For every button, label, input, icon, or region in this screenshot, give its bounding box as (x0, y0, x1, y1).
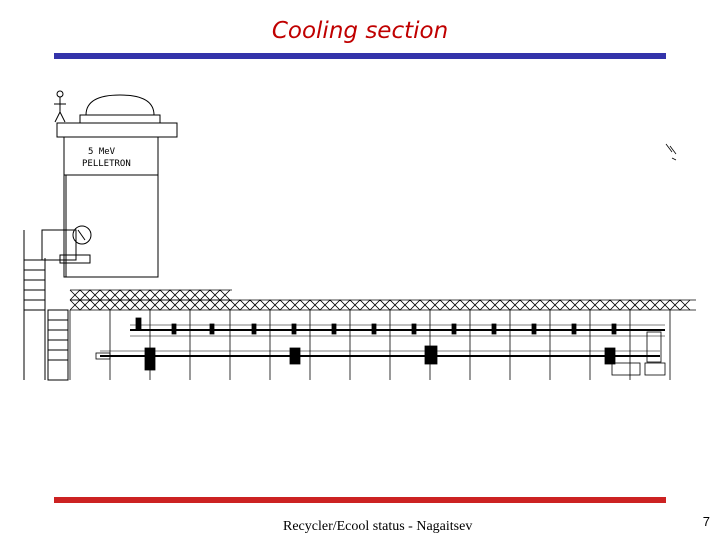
right-marker-icon (665, 143, 677, 161)
slide-footer: Recycler/Ecool status - Nagaitsev (283, 519, 473, 534)
beamline-components (95, 317, 666, 376)
frame-posts (69, 310, 671, 380)
bottom-rule (54, 497, 666, 503)
truss-main (69, 299, 696, 311)
vessel-icon (59, 225, 92, 264)
figure-icon (54, 90, 66, 123)
top-rule (54, 53, 666, 59)
beam-pipes (100, 324, 665, 357)
slide-title: Cooling section (271, 18, 449, 44)
pelletron-tank (56, 94, 178, 278)
page-number: 7 (702, 514, 710, 529)
staircase (23, 229, 77, 381)
pelletron-label-line2: PELLETRON (82, 159, 131, 169)
cooling-section-drawing: 5 MeV PELLETRON (20, 80, 700, 390)
engineering-schematic: 5 MeV PELLETRON (23, 90, 696, 381)
pelletron-label-line1: 5 MeV (88, 147, 116, 157)
truss-upper (69, 289, 232, 301)
